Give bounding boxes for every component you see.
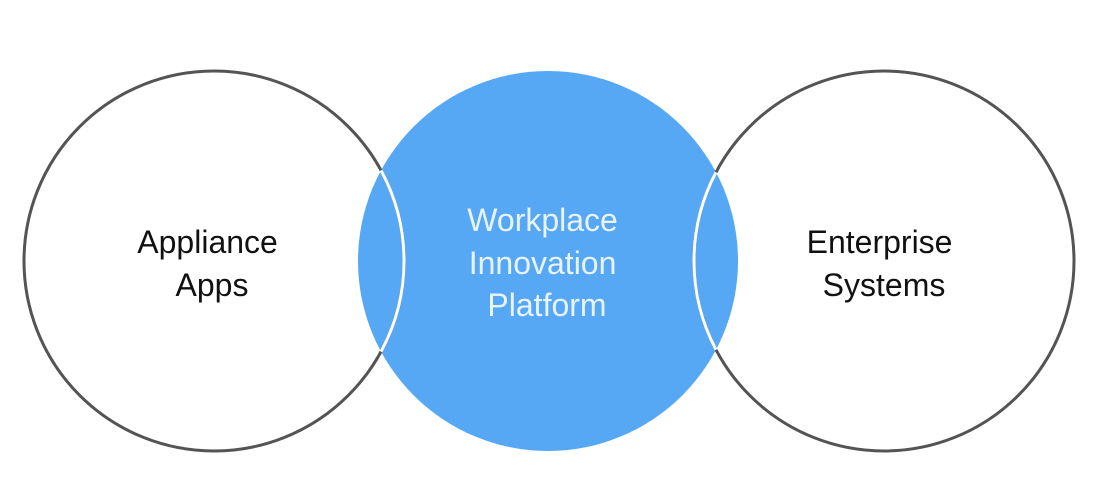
- right-label-line-1: Enterprise: [807, 224, 953, 260]
- left-circle: [22, 69, 406, 453]
- right-label-line-2: Systems: [823, 267, 946, 303]
- left-label-line-1: Appliance: [137, 224, 278, 260]
- center-label-line-1: Workplace: [467, 202, 618, 238]
- right-overlap-arc: [692, 171, 718, 351]
- right-circle: [692, 69, 1076, 453]
- left-circle-label: Appliance Apps: [137, 224, 286, 303]
- center-circle: [358, 71, 738, 451]
- left-overlap-arc: [379, 169, 406, 353]
- center-label-line-2: Innovation: [469, 245, 617, 281]
- center-label-line-3: Platform: [487, 287, 606, 323]
- left-label-line-2: Apps: [176, 267, 249, 303]
- center-circle-label: Workplace Innovation Platform: [467, 202, 626, 323]
- right-circle-label: Enterprise Systems: [807, 224, 962, 303]
